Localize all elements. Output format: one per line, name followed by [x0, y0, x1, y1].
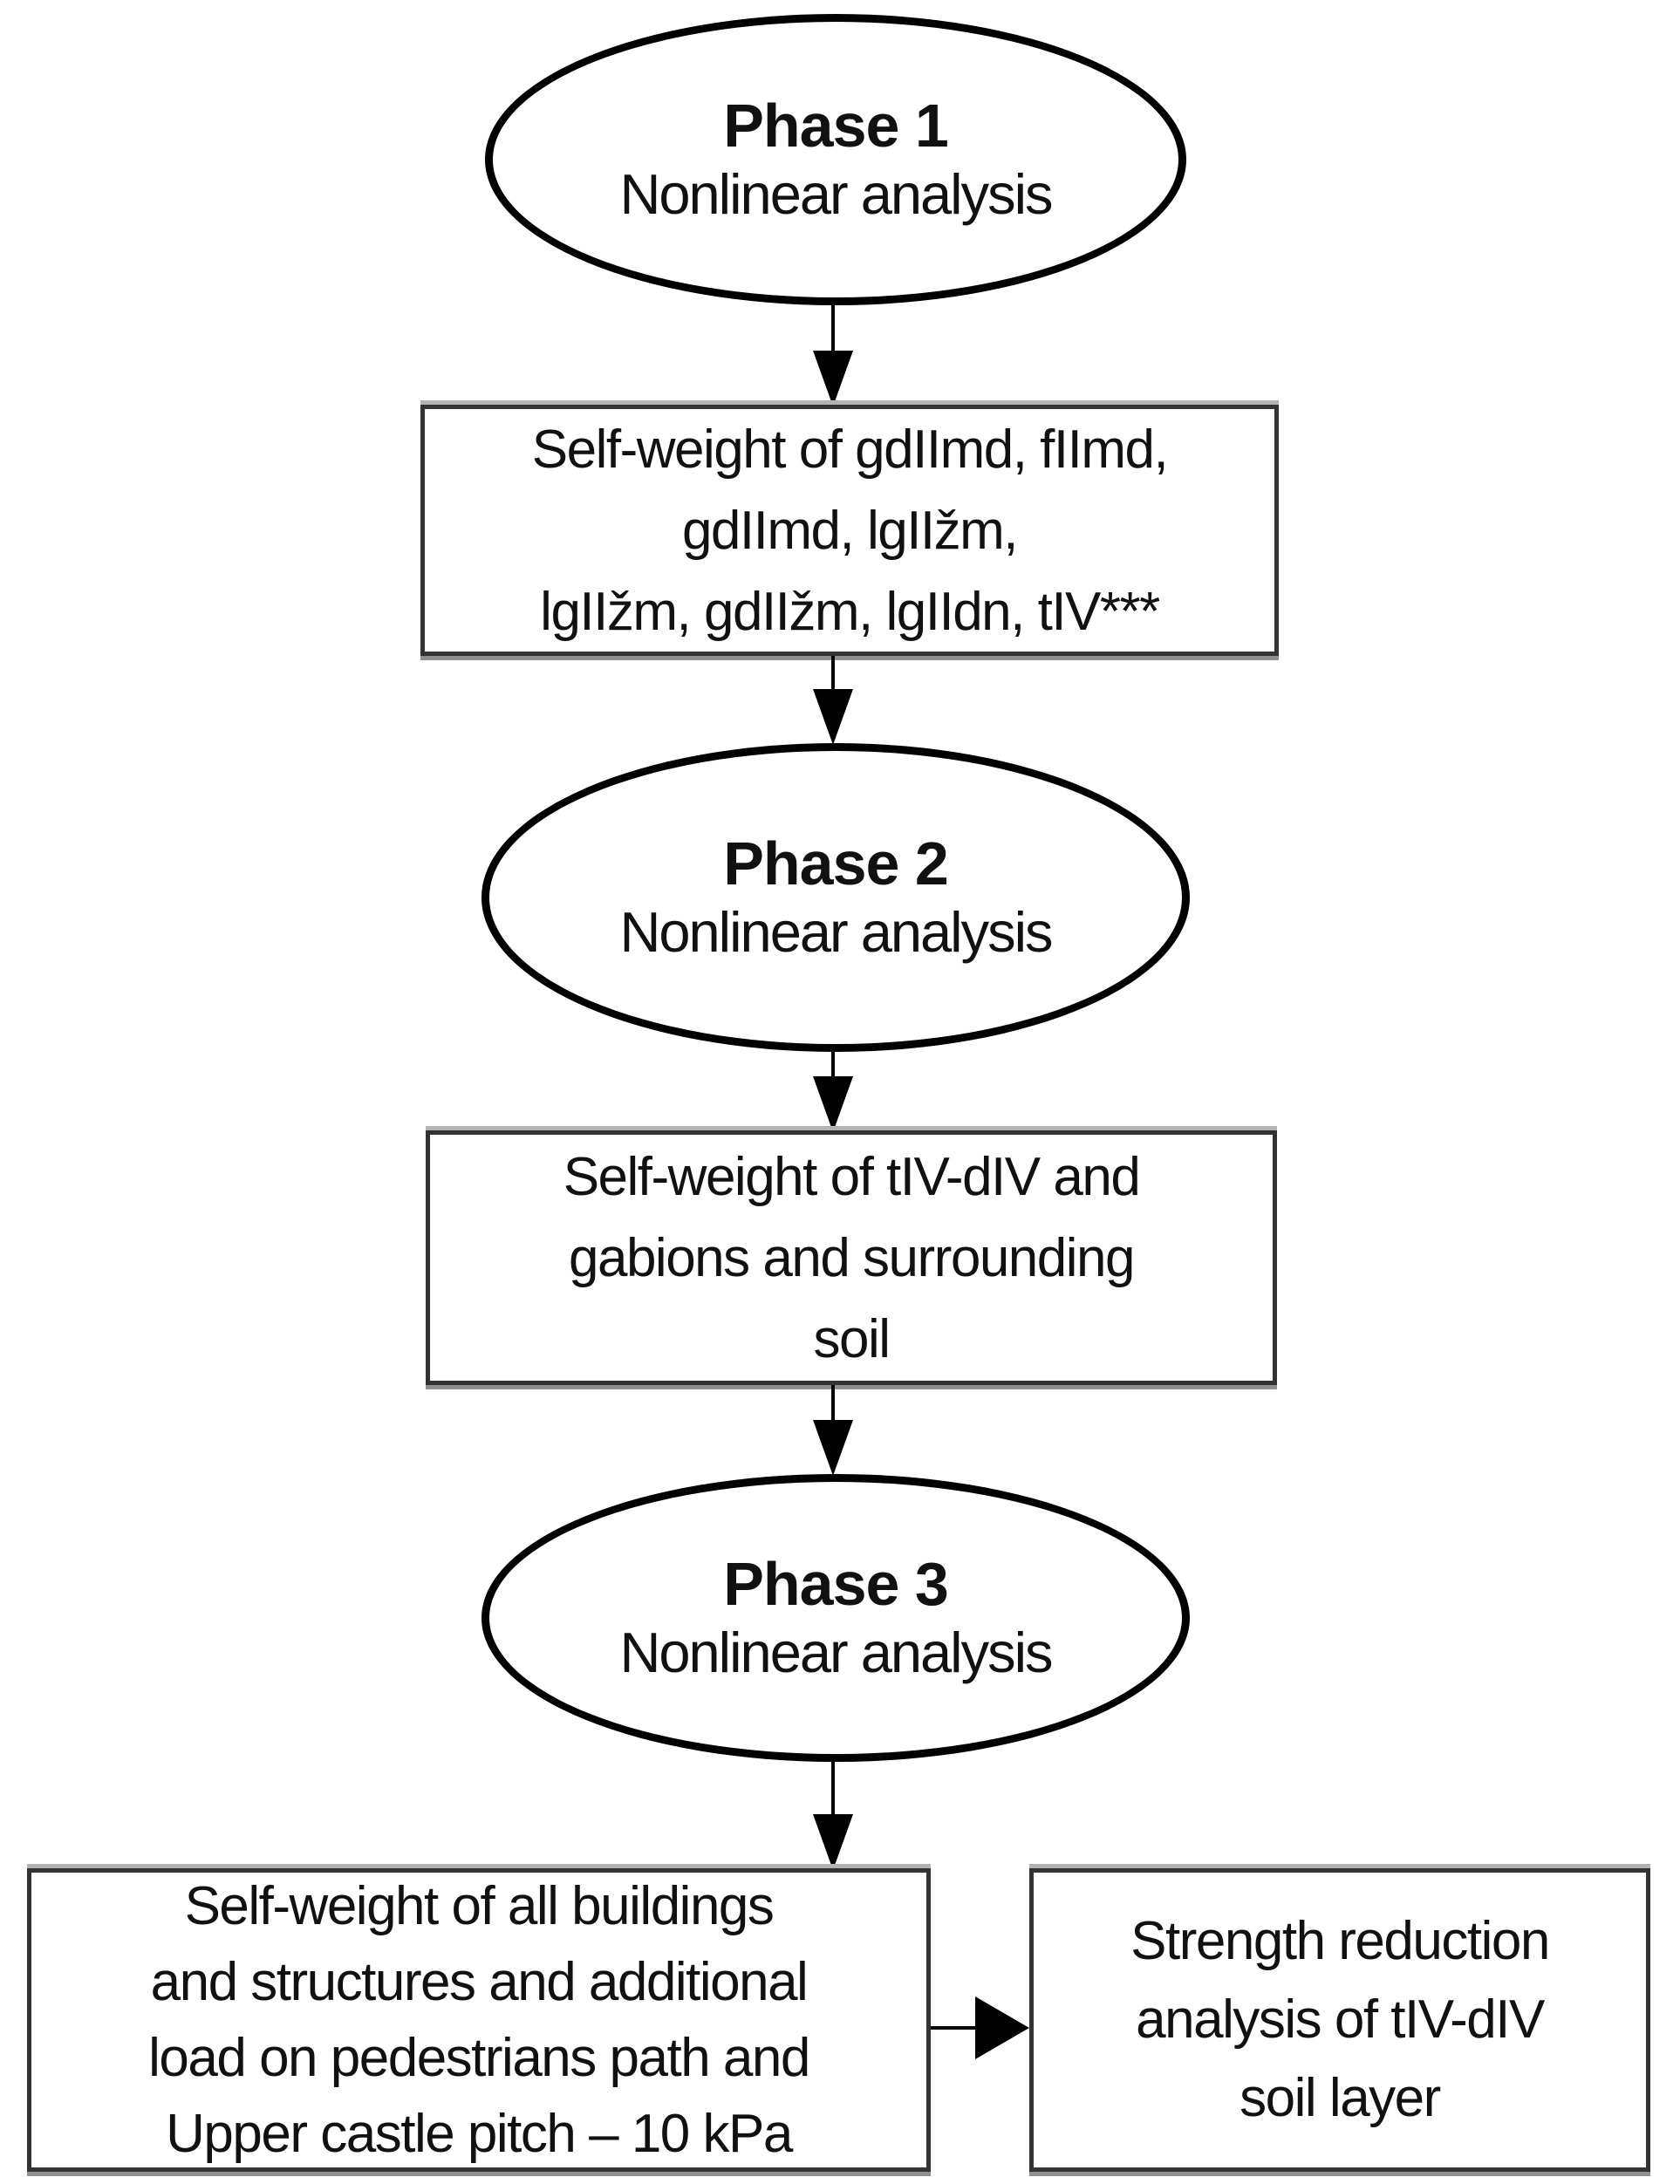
load-box-phase-2: Self-weight of tIV-dIV and gabions and s… [426, 1130, 1277, 1385]
arrow-right-icon [931, 1996, 1029, 2059]
arrow-down-icon-1 [813, 304, 853, 406]
phase-2-subtitle: Nonlinear analysis [619, 900, 1053, 964]
arrow-head [975, 1996, 1029, 2059]
box-line: lgIIžm, gdIIžm, lgIIdn, tIV*** [540, 581, 1160, 642]
phase-1-title: Phase 1 [723, 92, 949, 160]
phase-3-subtitle: Nonlinear analysis [619, 1621, 1053, 1684]
phase-2-ellipse: Phase 2 Nonlinear analysis [481, 743, 1190, 1052]
arrow-shaft [831, 1762, 835, 1814]
arrow-head [813, 351, 853, 406]
box-line: Upper castle pitch – 10 kPa [166, 2104, 793, 2164]
arrow-shaft [931, 2026, 975, 2030]
phase-3-title: Phase 3 [723, 1550, 949, 1618]
arrow-head [813, 1420, 853, 1476]
arrow-shaft [831, 1052, 835, 1076]
box-line: gabions and surrounding [568, 1227, 1136, 1288]
box-line: analysis of tIV-dIV [1136, 1989, 1545, 2050]
box-line: Self-weight of tIV-dIV and [563, 1146, 1141, 1207]
arrow-down-icon-2 [813, 656, 853, 745]
arrow-shaft [831, 1385, 835, 1420]
phase-3-ellipse: Phase 3 Nonlinear analysis [481, 1474, 1190, 1762]
phase-2-title: Phase 2 [723, 829, 949, 897]
box-line: and structures and additional [150, 1952, 809, 2012]
arrow-head [813, 689, 853, 745]
load-box-phase-3: Self-weight of all buildings and structu… [27, 1868, 931, 2172]
load-box-phase-1: Self-weight of gdIImd, fIImd, gdIImd, lg… [420, 405, 1279, 656]
phase-1-ellipse: Phase 1 Nonlinear analysis [485, 14, 1186, 305]
box-line: soil [813, 1308, 891, 1369]
arrow-down-icon-5 [813, 1762, 853, 1870]
arrow-head [813, 1814, 853, 1870]
box-line: Self-weight of gdIImd, fIImd, [531, 419, 1169, 480]
box-line: load on pedestrians path and [148, 2028, 810, 2088]
box-line: Strength reduction [1130, 1911, 1550, 1971]
arrow-shaft [831, 656, 835, 689]
arrow-down-icon-3 [813, 1052, 853, 1132]
arrow-head [813, 1076, 853, 1132]
box-line: gdIImd, lgIIžm, [681, 500, 1019, 561]
arrow-shaft [831, 304, 835, 351]
box-line: Self-weight of all buildings [184, 1876, 775, 1936]
phase-1-subtitle: Nonlinear analysis [619, 162, 1053, 226]
arrow-down-icon-4 [813, 1385, 853, 1476]
box-line: soil layer [1240, 2068, 1441, 2128]
strength-reduction-box: Strength reduction analysis of tIV-dIV s… [1029, 1868, 1650, 2172]
